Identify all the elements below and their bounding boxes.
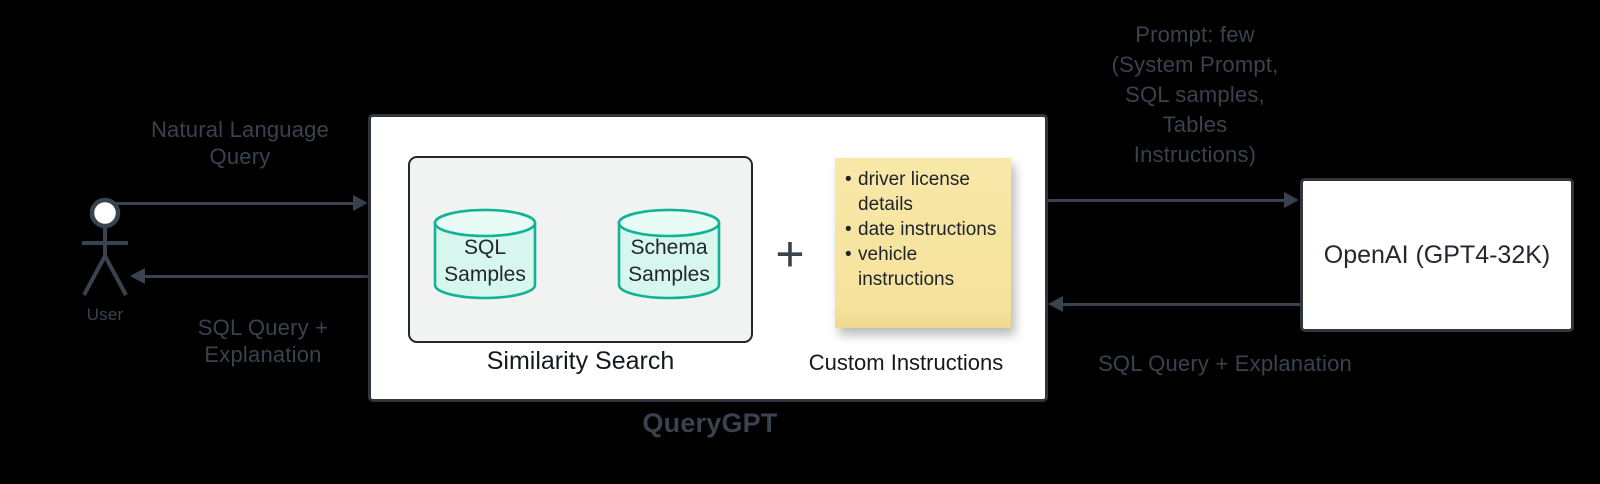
sql-return-right-label: SQL Query + Explanation bbox=[1098, 351, 1352, 376]
custom-instructions-title: Custom Instructions bbox=[808, 350, 1004, 375]
user-actor-icon bbox=[70, 195, 140, 307]
natural-language-query-label: Natural Language Query bbox=[135, 116, 345, 170]
arrow-querygpt-to-openai bbox=[1048, 199, 1285, 202]
sql-samples-label: SQL Samples bbox=[444, 236, 526, 286]
note-item: • date instructions bbox=[845, 217, 1005, 242]
note-item: • vehicle instructions bbox=[845, 242, 1005, 292]
arrow-openai-to-querygpt bbox=[1062, 303, 1300, 306]
note-item-text: driver license details bbox=[858, 169, 970, 215]
prompt-line3: SQL samples, bbox=[1125, 82, 1265, 107]
querygpt-box: SQL Samples Schema Samples Similarity Se… bbox=[368, 114, 1048, 402]
prompt-line1: Prompt: few bbox=[1135, 22, 1255, 47]
database-cylinder-icon bbox=[617, 208, 721, 300]
prompt-line2: (System Prompt, bbox=[1111, 52, 1279, 77]
querygpt-caption: QueryGPT bbox=[642, 408, 778, 438]
prompt-label: Prompt: few (System Prompt, SQL samples,… bbox=[1065, 20, 1325, 170]
arrow-querygpt-to-user bbox=[144, 275, 368, 278]
prompt-line5: Instructions) bbox=[1133, 142, 1257, 167]
note-item: • driver license details bbox=[845, 167, 1005, 217]
arrowhead-openai-to-querygpt bbox=[1048, 296, 1063, 312]
user-label: User bbox=[86, 305, 124, 324]
note-item-text: vehicle instructions bbox=[858, 244, 955, 290]
openai-label: OpenAI (GPT4-32K) bbox=[1323, 240, 1551, 269]
similarity-search-title: Similarity Search bbox=[486, 347, 675, 375]
bullet-icon: • bbox=[845, 244, 852, 265]
natural-language-query-line2: Query bbox=[209, 144, 271, 169]
sql-return-left-line2: Explanation bbox=[204, 342, 322, 367]
database-cylinder-icon bbox=[433, 208, 537, 300]
openai-box: OpenAI (GPT4-32K) bbox=[1300, 178, 1574, 332]
similarity-search-box: SQL Samples Schema Samples bbox=[408, 156, 753, 343]
sql-samples-database: SQL Samples bbox=[432, 206, 538, 302]
schema-samples-label: Schema Samples bbox=[628, 236, 710, 286]
note-item-text: date instructions bbox=[858, 219, 997, 240]
arrow-user-to-querygpt bbox=[112, 202, 356, 205]
prompt-line4: Tables bbox=[1162, 112, 1228, 137]
bullet-icon: • bbox=[845, 169, 852, 190]
natural-language-query-line1: Natural Language bbox=[150, 117, 330, 142]
arrowhead-querygpt-to-user bbox=[130, 268, 145, 284]
arrowhead-user-to-querygpt bbox=[353, 195, 368, 211]
bullet-icon: • bbox=[845, 219, 852, 240]
sql-return-left-line1: SQL Query + bbox=[197, 315, 329, 340]
arrowhead-querygpt-to-openai bbox=[1284, 192, 1299, 208]
plus-icon: + bbox=[775, 226, 805, 282]
sql-return-left-label: SQL Query + Explanation bbox=[158, 314, 368, 368]
custom-instructions-note: • driver license details • date instruct… bbox=[835, 158, 1011, 328]
schema-samples-database: Schema Samples bbox=[616, 206, 722, 302]
